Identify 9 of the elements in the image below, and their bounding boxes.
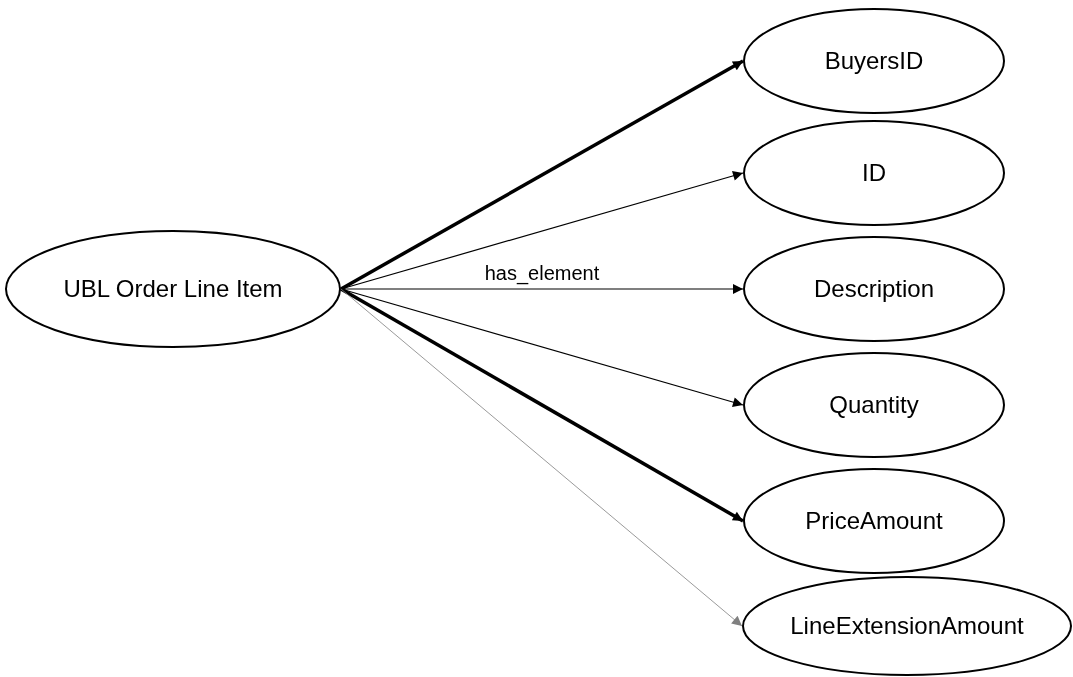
node-label: PriceAmount	[805, 507, 943, 535]
node-label: BuyersID	[824, 47, 924, 75]
node-label: Description	[813, 275, 934, 303]
arrow	[340, 287, 744, 523]
node-label: Quantity	[829, 391, 919, 419]
node-label: ID	[862, 159, 886, 187]
node-label: LineExtensionAmount	[790, 612, 1024, 640]
node-label: UBL Order Line Item	[63, 275, 283, 303]
arrow	[340, 59, 744, 291]
